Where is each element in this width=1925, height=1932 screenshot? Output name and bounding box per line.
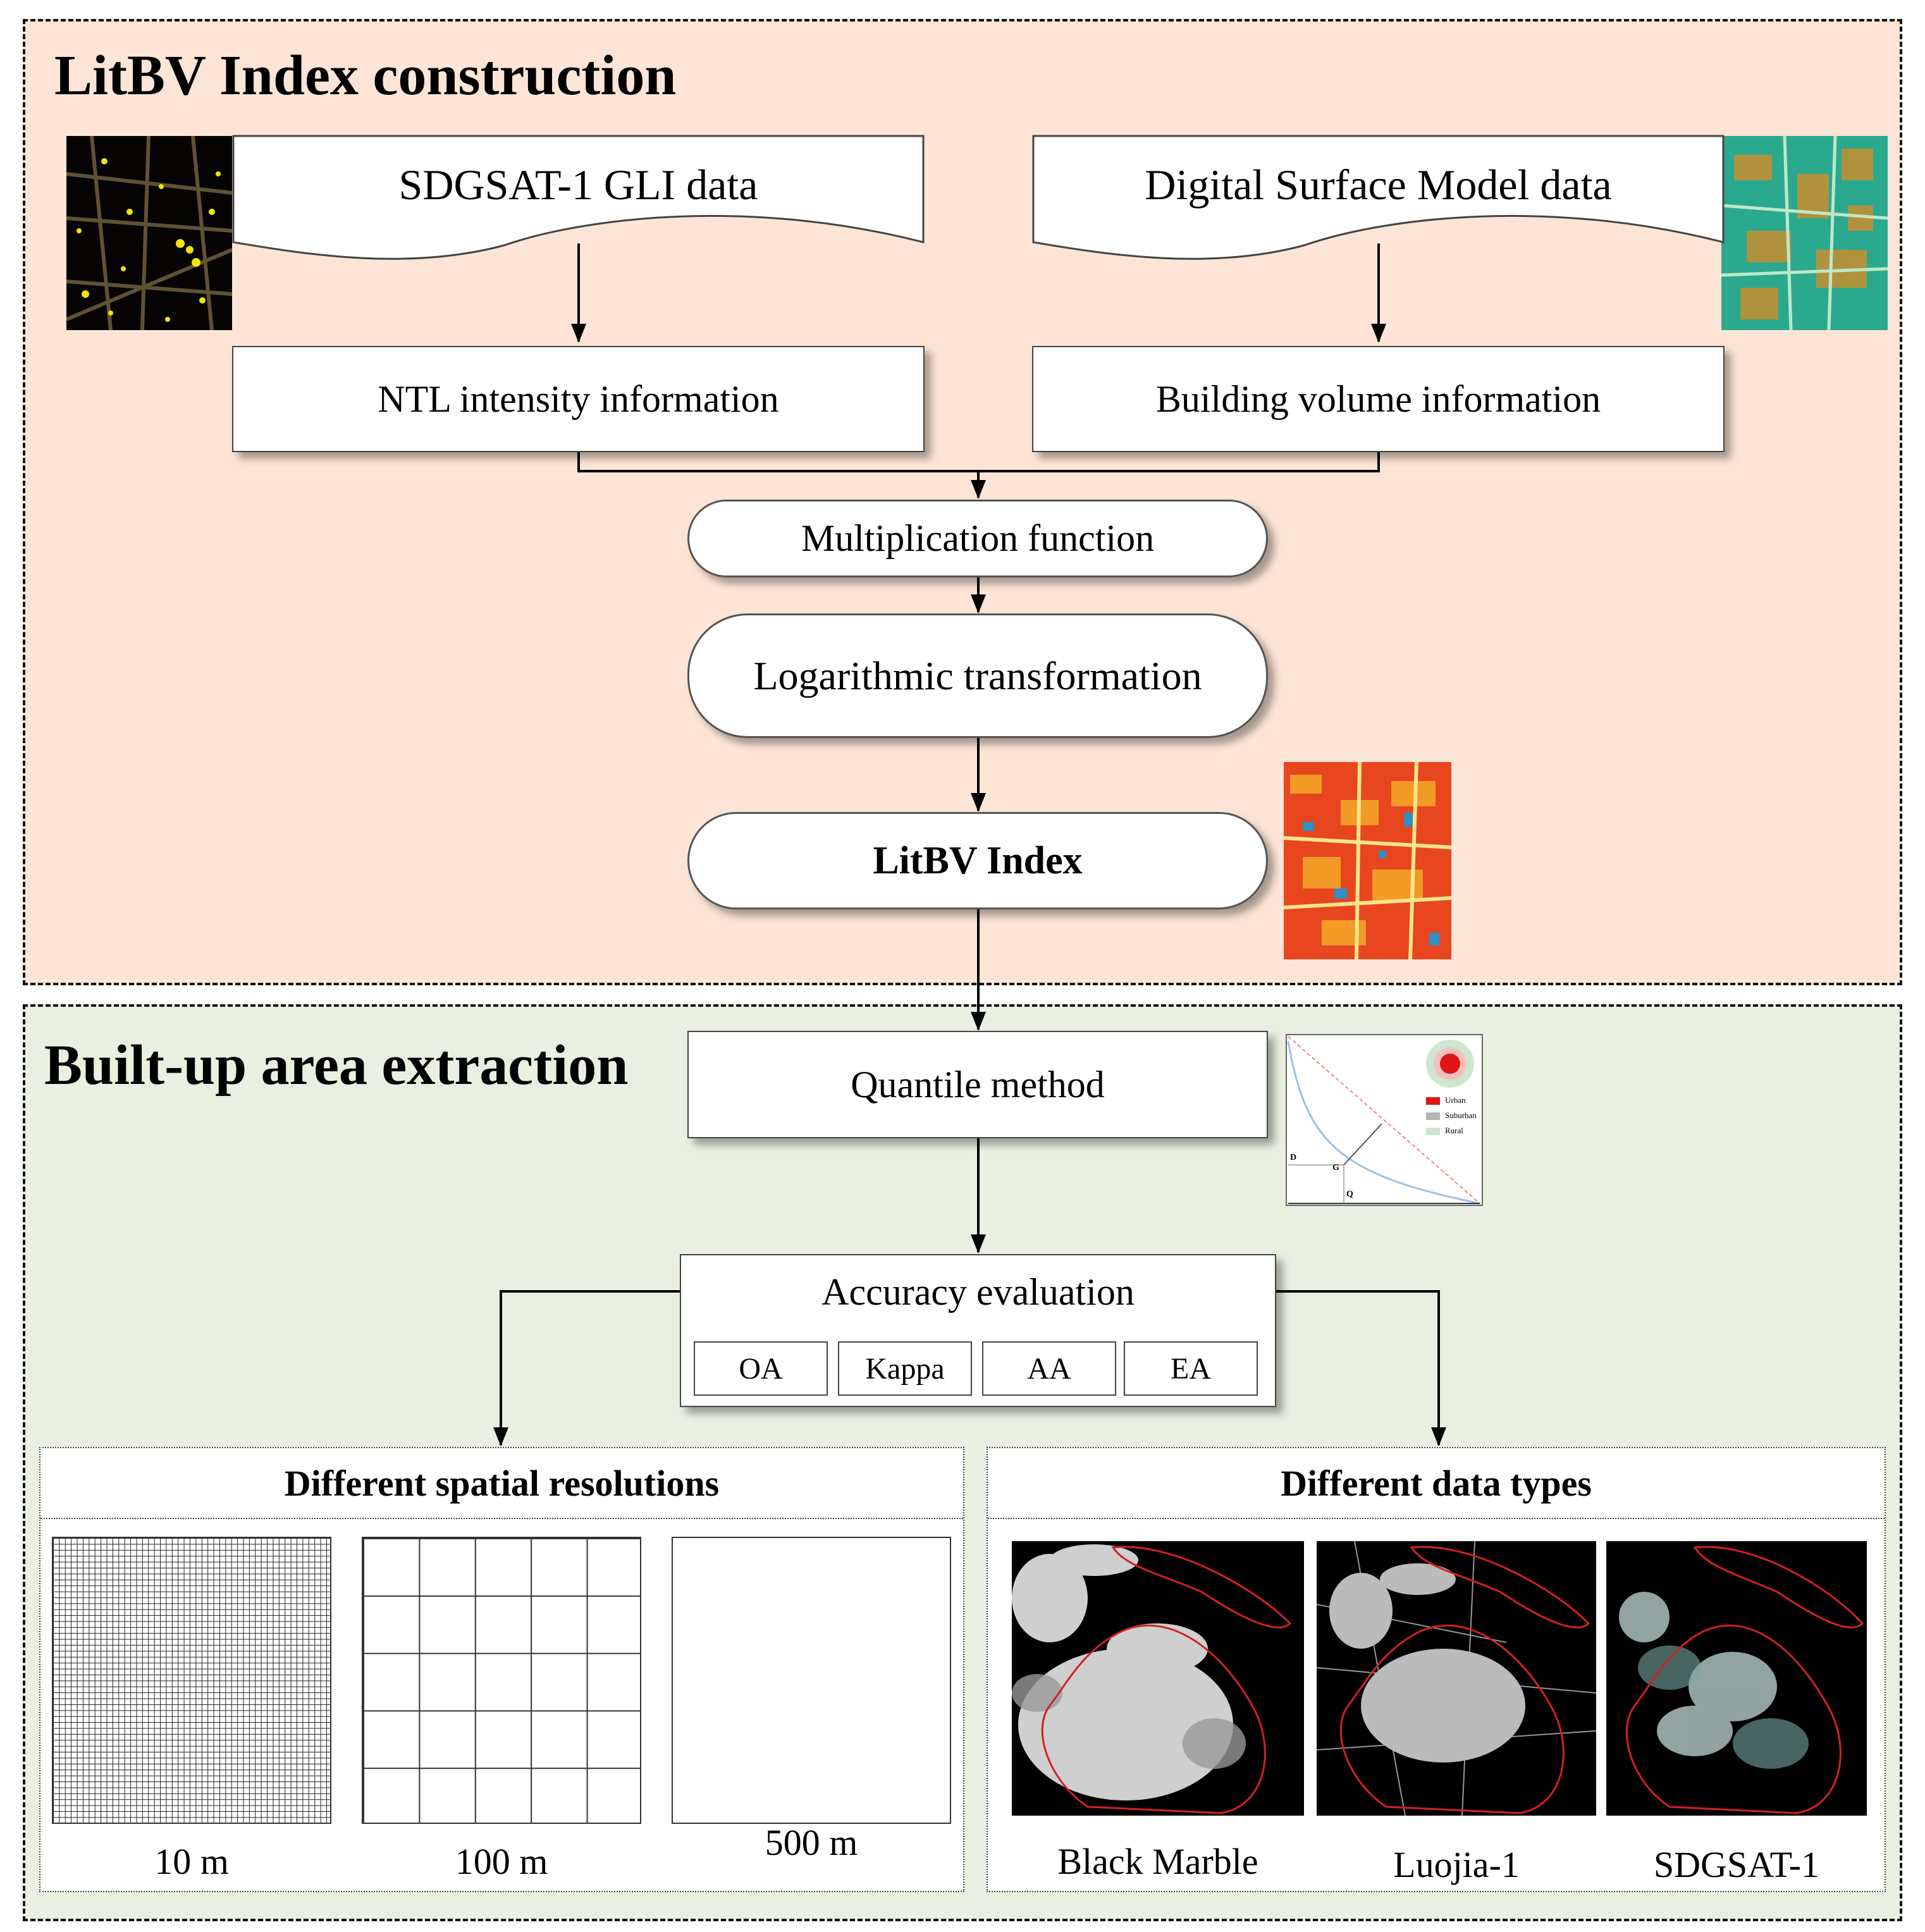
logarithmic-transformation-step: Logarithmic transformation — [687, 613, 1268, 738]
building-volume-box: Building volume information — [1032, 346, 1725, 452]
building-volume-label: Building volume information — [1155, 378, 1601, 420]
quantile-curve-diagram: Urban Suburban Rural D Q G — [1286, 1034, 1483, 1206]
quantile-method-box: Quantile method — [687, 1031, 1268, 1138]
metric-oa: OA — [694, 1341, 828, 1396]
litbv-index-label: LitBV Index — [873, 839, 1083, 882]
grid-100m — [362, 1537, 641, 1824]
legend-suburban: Suburban — [1445, 1111, 1477, 1120]
data-type-label-sdgsat-1: SDGSAT-1 — [1653, 1844, 1820, 1885]
axis-d-label: D — [1290, 1153, 1297, 1162]
legend-rural: Rural — [1445, 1126, 1463, 1135]
resolution-label-100m: 100 m — [455, 1841, 548, 1882]
grid-10m — [52, 1537, 331, 1824]
construction-section-title: LitBV Index construction — [54, 44, 677, 107]
litbv-index-step: LitBV Index — [687, 812, 1268, 909]
data-types-title: Different data types — [988, 1448, 1885, 1519]
sdgsat-gli-data-box: SDGSAT-1 GLI data — [232, 135, 925, 261]
data-type-label-black-marble: Black Marble — [1057, 1841, 1258, 1882]
multiplication-function-step: Multiplication function — [687, 500, 1268, 577]
grid-500m — [672, 1537, 951, 1824]
resolution-label-500m: 500 m — [765, 1822, 858, 1863]
gli-nightlight-thumbnail — [66, 136, 232, 330]
sdgsat-1-map — [1606, 1541, 1867, 1816]
dsm-data-box: Digital Surface Model data — [1032, 135, 1725, 261]
metric-aa: AA — [982, 1341, 1116, 1396]
resolution-label-10m: 10 m — [154, 1841, 229, 1882]
quantile-method-label: Quantile method — [851, 1063, 1105, 1105]
metric-kappa: Kappa — [838, 1341, 972, 1396]
accuracy-evaluation-box: Accuracy evaluation OA Kappa AA EA — [680, 1254, 1276, 1407]
data-type-label-luojia-1: Luojia-1 — [1393, 1844, 1520, 1885]
axis-q-label: Q — [1346, 1190, 1353, 1199]
point-g-label: G — [1332, 1163, 1339, 1172]
legend-urban: Urban — [1445, 1095, 1466, 1105]
spatial-resolutions-title: Different spatial resolutions — [40, 1448, 963, 1519]
dsm-thumbnail — [1721, 136, 1888, 330]
gli-data-label: SDGSAT-1 GLI data — [398, 161, 758, 209]
litbv-index-thumbnail — [1284, 762, 1451, 959]
ntl-intensity-label: NTL intensity information — [378, 378, 779, 420]
extraction-section-title: Built-up area extraction — [44, 1034, 629, 1097]
black-marble-map — [1012, 1541, 1304, 1816]
multiplication-label: Multiplication function — [801, 517, 1155, 559]
accuracy-evaluation-label: Accuracy evaluation — [821, 1271, 1135, 1313]
luojia-1-map — [1317, 1541, 1596, 1816]
dsm-data-label: Digital Surface Model data — [1145, 161, 1612, 209]
logarithmic-label: Logarithmic transformation — [753, 653, 1202, 698]
metric-ea: EA — [1124, 1341, 1258, 1396]
ntl-intensity-box: NTL intensity information — [232, 346, 925, 452]
